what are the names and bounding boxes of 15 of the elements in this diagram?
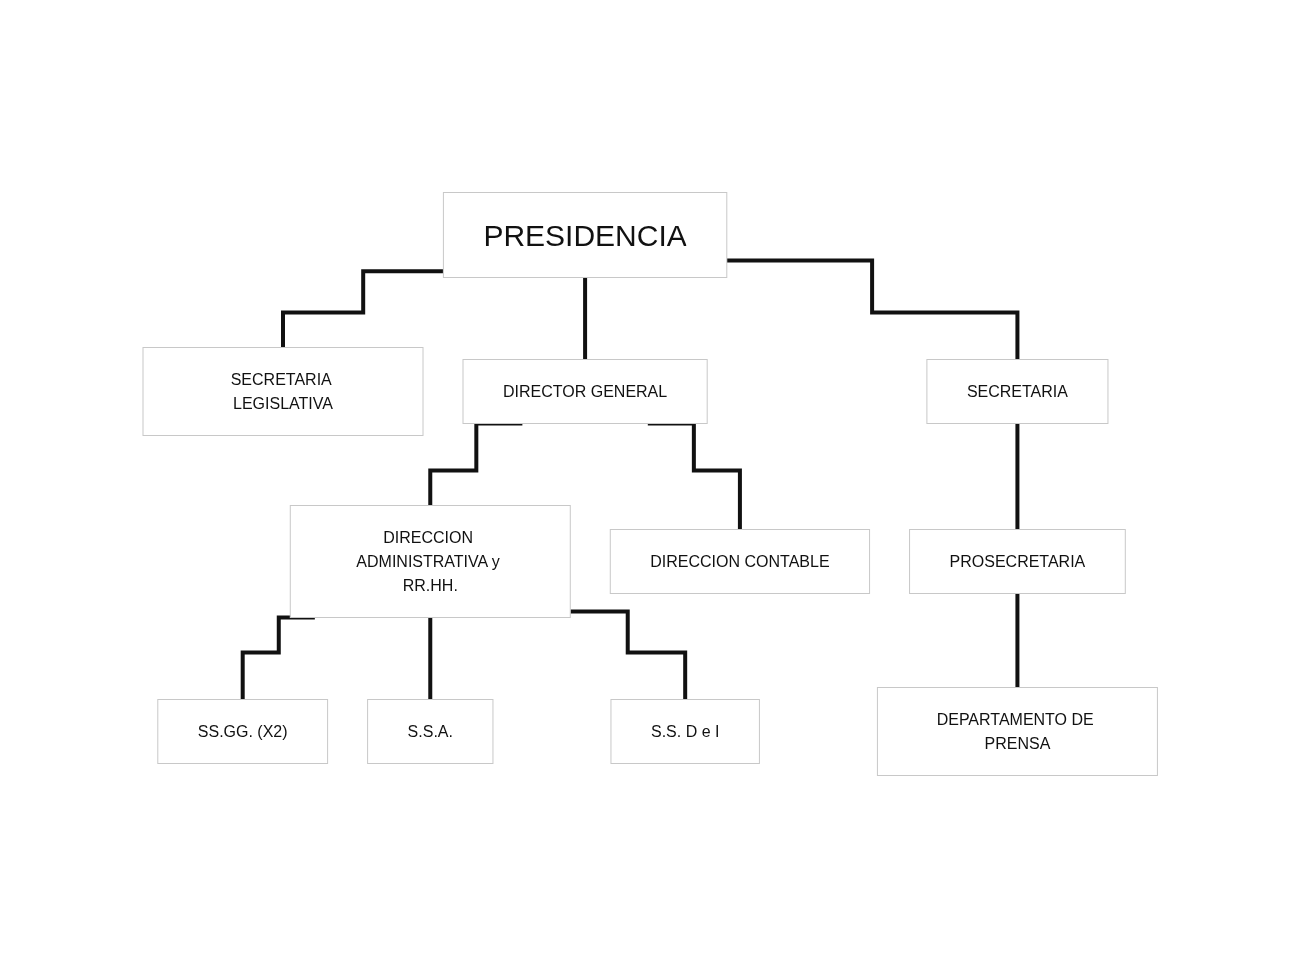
node-box: DIRECTOR GENERAL (462, 358, 708, 424)
connector (726, 257, 1020, 361)
connector (280, 268, 444, 349)
node-box: PRESIDENCIA (442, 191, 728, 278)
node-box: DEPARTAMENTO DE PRENSA (876, 686, 1158, 776)
node-box: SS.GG. (X2) (157, 698, 328, 764)
connector (570, 609, 687, 701)
node-box: S.S.A. (366, 698, 494, 764)
node-box: DIRECCION CONTABLE (609, 528, 870, 594)
node-box: SECRETARIA (926, 358, 1109, 424)
node-box: SECRETARIA LEGISLATIVA (142, 346, 424, 436)
connector (240, 615, 315, 701)
node-box: S.S. D e I (610, 698, 760, 764)
node-box: PROSECRETARIA (908, 528, 1126, 594)
node-box: DIRECCION ADMINISTRATIVA y RR.HH. (289, 504, 571, 618)
